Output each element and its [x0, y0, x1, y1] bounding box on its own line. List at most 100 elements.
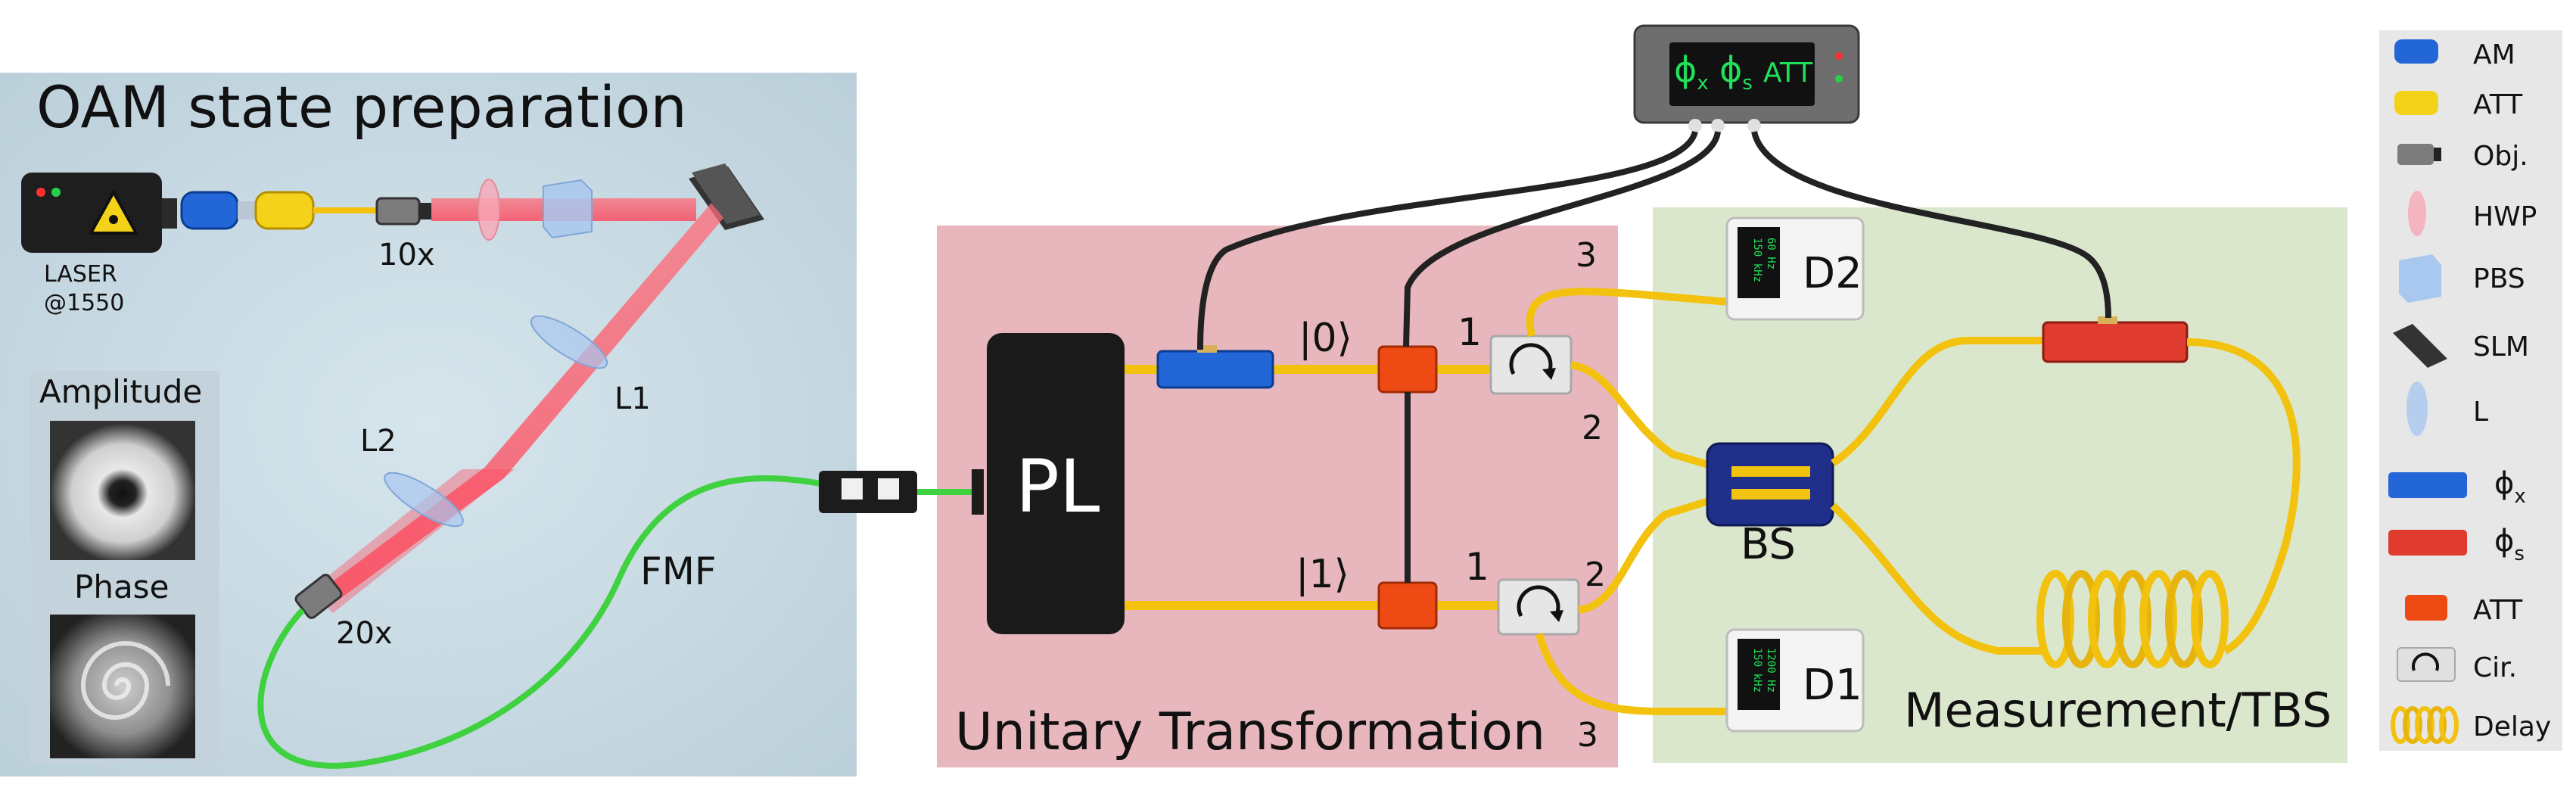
photonic-lantern-label: PL — [1016, 444, 1100, 529]
am-modulator — [180, 191, 256, 230]
beam-splitter — [1706, 442, 1834, 527]
objective-10x-label: 10x — [378, 238, 435, 272]
legend-att-2: ATT — [2473, 595, 2523, 626]
legend-att-1: ATT — [2473, 89, 2523, 120]
legend-am-icon — [2394, 39, 2438, 64]
laser-wavelength: @1550 — [44, 290, 124, 316]
d1-label: D1 — [1803, 661, 1862, 710]
legend-pbs: PBS — [2473, 263, 2525, 294]
controller-phi-x: ϕx — [1674, 49, 1709, 95]
amplitude-image — [50, 421, 195, 560]
d2-screen-b: 150 kHz — [1751, 238, 1763, 282]
port-bot-2: 2 — [1585, 556, 1606, 594]
pbs-cube — [543, 179, 593, 239]
attenuator-bottom — [1377, 581, 1438, 630]
lens-l1-label: L1 — [614, 381, 651, 416]
pl-input-knob — [972, 469, 984, 515]
circulator-bottom — [1497, 578, 1580, 636]
legend-am: AM — [2473, 39, 2515, 70]
controller-phi-s: ϕs — [1719, 49, 1753, 95]
d1-screen-a: 1200 Hz — [1765, 648, 1777, 693]
d1-screen-b: 150 kHz — [1751, 648, 1763, 693]
circulator-top — [1489, 335, 1573, 395]
legend-lens: L — [2473, 397, 2488, 428]
cable-to-phi-x — [1197, 130, 1698, 350]
bs-upper-output — [1831, 337, 2043, 467]
controller-att: ATT — [1763, 58, 1813, 89]
phase-spiral — [80, 641, 170, 720]
phase-image — [50, 615, 195, 758]
hwp-plate — [478, 179, 500, 241]
objective-10x — [375, 197, 431, 226]
phase-label: Phase — [74, 568, 169, 605]
port-top-3: 3 — [1576, 236, 1597, 275]
legend-phase-s-icon — [2388, 530, 2467, 556]
legend-hwp: HWP — [2473, 201, 2537, 232]
legend-slm: SLM — [2473, 331, 2529, 363]
laser-warning-icon — [88, 188, 139, 235]
fiber-top-to-bs — [1570, 361, 1715, 470]
bs-label: BS — [1741, 520, 1796, 569]
legend-lens-icon — [2406, 381, 2428, 436]
port-top-2: 2 — [1582, 409, 1603, 447]
cable-to-att — [1403, 131, 1721, 347]
phase-modulator-s — [2042, 316, 2189, 363]
fmf-label: FMF — [640, 549, 717, 593]
legend-panel — [2379, 30, 2562, 751]
objective-20x — [294, 574, 343, 619]
photonic-lantern — [987, 333, 1125, 634]
reflected-beam — [321, 203, 723, 604]
legend-phi-x: ϕx — [2494, 466, 2526, 508]
legend-cir: Cir. — [2473, 652, 2517, 683]
lens-l2-label: L2 — [360, 424, 397, 459]
legend-att-yellow-icon — [2394, 91, 2438, 115]
d2-label: D2 — [1803, 249, 1862, 298]
cable-to-phi-s — [1751, 130, 2111, 319]
fiber-to-d2 — [1526, 288, 1738, 338]
legend-pbs-icon — [2399, 254, 2441, 303]
port-bot-1: 1 — [1465, 545, 1489, 589]
legend-att-orange-icon — [2405, 595, 2447, 621]
beam-glow — [310, 469, 515, 613]
loop-right — [2186, 338, 2301, 655]
phase-modulator-x — [1156, 345, 1274, 389]
lens-l2 — [384, 472, 464, 528]
legend-delay: Delay — [2473, 711, 2551, 742]
legend-hwp-icon — [2408, 191, 2426, 236]
fmf-fiber — [257, 475, 826, 769]
attenuator-source — [254, 191, 315, 230]
port-bot-3: 3 — [1577, 716, 1598, 755]
laser-label: LASER — [44, 261, 117, 288]
detector-d1 — [1725, 628, 1865, 733]
slm-device — [689, 163, 764, 230]
measurement-panel-title: Measurement/TBS — [1904, 683, 2332, 738]
detector-d2 — [1725, 216, 1865, 321]
attenuator-top — [1377, 345, 1438, 394]
ket-one: |1⟩ — [1296, 552, 1349, 597]
legend-phi-s: ϕs — [2494, 524, 2525, 565]
circulator-bottom-arrow-icon — [1517, 585, 1560, 618]
d2-screen-a: 60 Hz — [1765, 238, 1777, 269]
delay-coil — [2036, 570, 2229, 668]
legend-objective-icon — [2397, 144, 2441, 165]
controller-box — [1633, 24, 1860, 132]
bs-lower-output — [1830, 503, 2043, 655]
fiber-to-d1 — [1535, 633, 1738, 715]
oam-panel-title: OAM state preparation — [36, 73, 687, 141]
port-top-1: 1 — [1458, 310, 1482, 354]
fiber-connector — [819, 471, 917, 513]
legend-phase-x-icon — [2388, 472, 2467, 498]
legend-circulator-icon — [2397, 647, 2456, 682]
circulator-top-arrow-icon — [1509, 343, 1553, 375]
laser-source — [21, 173, 177, 253]
amplitude-label: Amplitude — [39, 373, 202, 410]
legend-delay-icon — [2391, 706, 2459, 744]
lens-l1 — [530, 315, 608, 369]
fiber-bot-to-bs — [1578, 496, 1715, 614]
objective-20x-label: 20x — [336, 616, 393, 651]
legend-slm-icon — [2393, 324, 2447, 368]
legend-obj: Obj. — [2473, 141, 2528, 172]
unitary-panel-title: Unitary Transformation — [955, 702, 1545, 762]
ket-zero: |0⟩ — [1299, 316, 1352, 361]
